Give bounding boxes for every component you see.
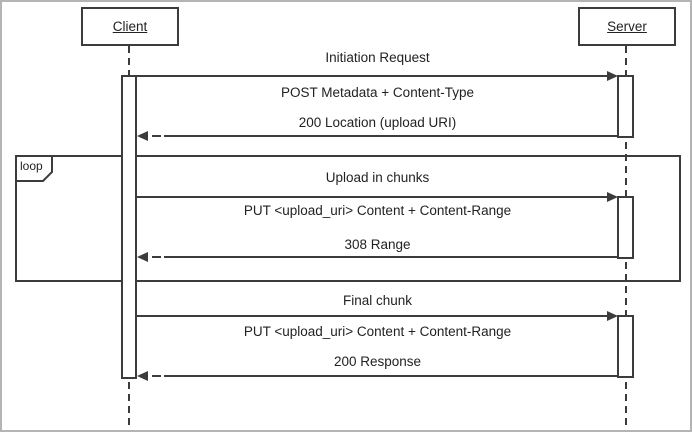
request-arrowhead-icon: [607, 71, 618, 81]
exchange3-response-label: 200 Response: [333, 354, 422, 369]
response-line: [164, 375, 618, 377]
exchange3-request-line: [137, 311, 618, 321]
request-arrowhead-icon: [607, 192, 618, 202]
exchange2-response-line: [137, 252, 618, 262]
response-line-dash: [152, 135, 161, 137]
exchange2-request-line: [137, 192, 618, 202]
request-line: [137, 315, 609, 317]
server-activation-bar-3: [617, 315, 634, 378]
exchange2-request-label: PUT <upload_uri> Content + Content-Range: [243, 203, 512, 218]
exchange1-response-line: [137, 131, 618, 141]
exchange2-response-label: 308 Range: [344, 237, 411, 252]
request-line: [137, 75, 609, 77]
request-arrowhead-icon: [607, 311, 618, 321]
exchange3-response-line: [137, 371, 618, 381]
participant-client-label: Client: [112, 19, 148, 34]
participant-client-box: Client: [81, 7, 179, 46]
request-line: [137, 196, 609, 198]
response-line: [164, 135, 618, 137]
exchange3-title: Final chunk: [342, 293, 413, 308]
response-line-dash: [152, 256, 161, 258]
participant-server-label: Server: [607, 19, 647, 34]
response-arrowhead-icon: [137, 252, 148, 262]
loop-fragment: loop: [15, 155, 681, 282]
exchange1-request-line: [137, 71, 618, 81]
loop-fragment-tag: loop: [15, 155, 55, 183]
server-activation-bar-2: [617, 196, 634, 259]
exchange1-request-label: POST Metadata + Content-Type: [281, 85, 474, 100]
participant-server-box: Server: [578, 7, 676, 46]
loop-pentagon-icon: [15, 155, 53, 182]
server-activation-bar-1: [617, 75, 634, 138]
exchange2-title: Upload in chunks: [325, 170, 430, 185]
exchange1-title: Initiation Request: [325, 50, 430, 65]
response-arrowhead-icon: [137, 131, 148, 141]
response-line: [164, 256, 618, 258]
response-arrowhead-icon: [137, 371, 148, 381]
response-line-dash: [152, 375, 161, 377]
client-activation-bar: [121, 75, 137, 379]
exchange3-request-label: PUT <upload_uri> Content + Content-Range: [243, 324, 512, 339]
exchange1-response-label: 200 Location (upload URI): [298, 115, 457, 130]
loop-fragment-label: loop: [20, 159, 43, 173]
